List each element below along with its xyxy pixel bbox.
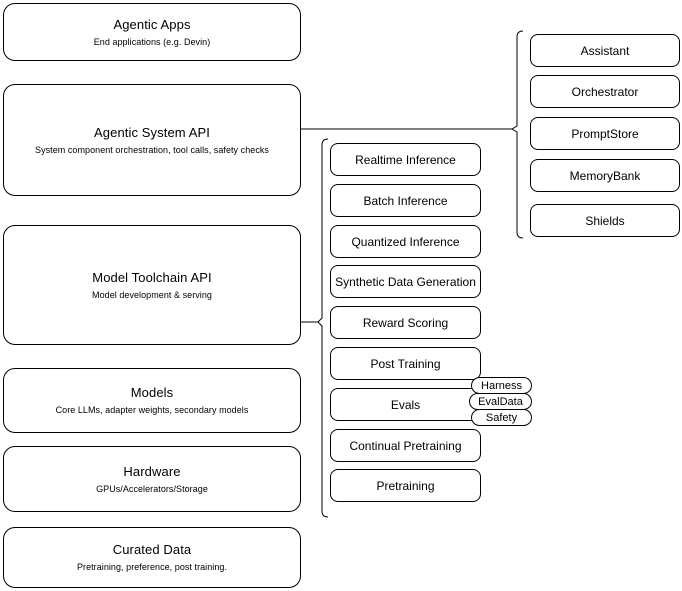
- stack-layer-title: Models: [130, 385, 174, 400]
- stack-layer-models[interactable]: Models Core LLMs, adapter weights, secon…: [3, 368, 301, 433]
- toolchain-component-label: Realtime Inference: [355, 152, 456, 167]
- stack-layer-subtitle: Model development & serving: [92, 289, 212, 300]
- toolchain-component-label: Evals: [390, 397, 421, 412]
- toolchain-component-label: Synthetic Data Generation: [335, 274, 476, 289]
- stack-layer-subtitle: Pretraining, preference, post training.: [76, 562, 228, 572]
- stack-layer-agentic-apps[interactable]: Agentic Apps End applications (e.g. Devi…: [3, 3, 301, 61]
- stack-layer-title: Model Toolchain API: [92, 269, 212, 285]
- eval-badge-label: Harness: [481, 379, 522, 392]
- stack-layer-model-toolchain-api[interactable]: Model Toolchain API Model development & …: [3, 225, 301, 345]
- toolchain-component-label: Reward Scoring: [362, 315, 449, 330]
- toolchain-component-reward-scoring[interactable]: Reward Scoring: [330, 306, 481, 339]
- system-component-promptstore[interactable]: PromptStore: [530, 117, 680, 150]
- eval-badge-label: Safety: [485, 411, 518, 424]
- eval-badge-label: EvalData: [478, 395, 523, 408]
- stack-layer-title: Curated Data: [112, 542, 192, 557]
- system-component-label: Assistant: [580, 43, 630, 58]
- stack-layer-subtitle: GPUs/Accelerators/Storage: [96, 483, 208, 494]
- stack-layer-subtitle: End applications (e.g. Devin): [93, 36, 211, 47]
- system-component-orchestrator[interactable]: Orchestrator: [530, 75, 680, 108]
- eval-badge-evaldata[interactable]: EvalData: [469, 393, 532, 410]
- stack-layer-agentic-system-api[interactable]: Agentic System API System component orch…: [3, 84, 301, 196]
- system-component-label: MemoryBank: [569, 168, 641, 183]
- system-component-assistant[interactable]: Assistant: [530, 34, 680, 67]
- stack-layer-title: Agentic System API: [94, 124, 210, 140]
- toolchain-component-label: Pretraining: [376, 478, 435, 493]
- system-component-label: Shields: [585, 213, 625, 228]
- toolchain-component-realtime-inference[interactable]: Realtime Inference: [330, 143, 481, 176]
- system-component-shields[interactable]: Shields: [530, 204, 680, 237]
- stack-layer-curated-data[interactable]: Curated Data Pretraining, preference, po…: [3, 527, 301, 588]
- toolchain-component-batch-inference[interactable]: Batch Inference: [330, 184, 481, 217]
- eval-badge-harness[interactable]: Harness: [471, 377, 532, 394]
- stack-layer-hardware[interactable]: Hardware GPUs/Accelerators/Storage: [3, 446, 301, 512]
- system-component-label: PromptStore: [571, 126, 639, 141]
- toolchain-component-label: Continual Pretraining: [349, 438, 462, 453]
- toolchain-component-evals[interactable]: Evals: [330, 388, 481, 421]
- toolchain-component-continual-pretraining[interactable]: Continual Pretraining: [330, 429, 481, 462]
- toolchain-component-label: Post Training: [370, 356, 441, 371]
- toolchain-component-post-training[interactable]: Post Training: [330, 347, 481, 380]
- stack-layer-title: Hardware: [123, 463, 181, 479]
- system-component-label: Orchestrator: [571, 84, 639, 99]
- toolchain-component-label: Batch Inference: [363, 193, 448, 208]
- system-component-memorybank[interactable]: MemoryBank: [530, 159, 680, 192]
- toolchain-component-quantized-inference[interactable]: Quantized Inference: [330, 225, 481, 258]
- stack-layer-subtitle: Core LLMs, adapter weights, secondary mo…: [55, 405, 249, 415]
- toolchain-component-pretraining[interactable]: Pretraining: [330, 469, 481, 502]
- eval-badge-safety[interactable]: Safety: [471, 409, 532, 426]
- toolchain-component-synthetic-data-generation[interactable]: Synthetic Data Generation: [330, 265, 481, 298]
- stack-layer-title: Agentic Apps: [113, 16, 191, 32]
- stack-layer-subtitle: System component orchestration, tool cal…: [35, 144, 269, 155]
- toolchain-component-label: Quantized Inference: [351, 234, 460, 249]
